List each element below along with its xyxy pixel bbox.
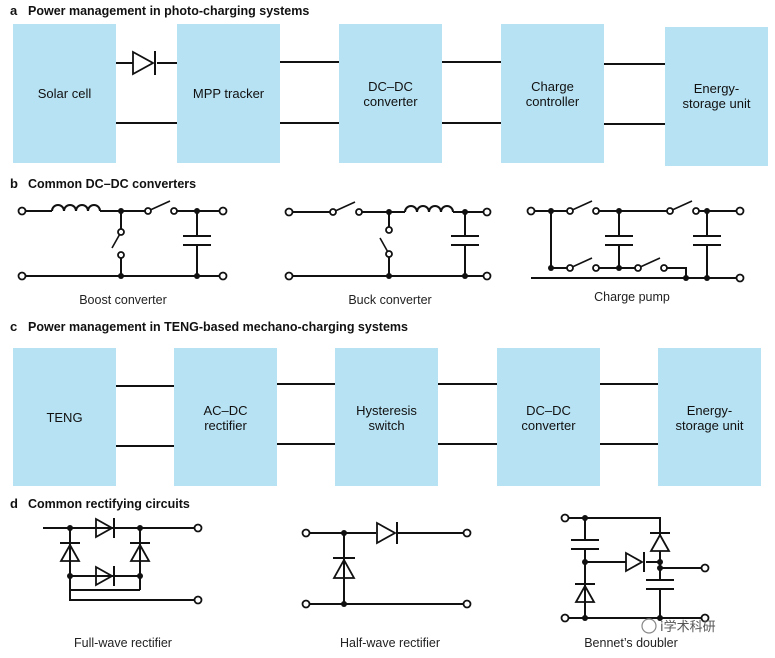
box-label-teng: TENG	[46, 410, 82, 425]
box-label-mpp-tracker: MPP tracker	[193, 86, 265, 101]
charge-pump-circuit: Charge pump	[526, 200, 745, 304]
capacitor-icon	[451, 212, 479, 276]
svg-text:Energy-: Energy-	[687, 403, 733, 418]
svg-text:Charge: Charge	[531, 79, 574, 94]
section-c-letter: c	[10, 319, 17, 334]
section-a-chain: Solar cell MPP tracker DC–DC converter C…	[13, 24, 768, 166]
section-d-letter: d	[10, 496, 18, 511]
wire-a4	[604, 63, 665, 125]
box-ac-dc-rectifier	[174, 348, 277, 486]
svg-text:Energy-: Energy-	[694, 81, 740, 96]
section-a-title: Power management in photo-charging syste…	[28, 4, 309, 18]
box-label-ac-dc-rectifier: AC–DC rectifier	[203, 403, 247, 433]
svg-text:MPP tracker: MPP tracker	[193, 86, 265, 101]
box-label-dc-dc-converter-c: DC–DC converter	[521, 403, 576, 433]
wire-c3	[438, 383, 497, 445]
box-dc-dc-converter-a	[339, 24, 442, 163]
inductor-icon	[51, 204, 101, 212]
svg-text:Solar cell: Solar cell	[38, 86, 92, 101]
svg-text:AC–DC: AC–DC	[203, 403, 247, 418]
caption-full-wave-rectifier: Full-wave rectifier	[74, 636, 172, 650]
box-energy-storage-a	[665, 27, 768, 166]
svg-text:TENG: TENG	[46, 410, 82, 425]
diode-icon	[132, 50, 156, 76]
section-b-letter: b	[10, 176, 18, 191]
capacitor-icon	[571, 539, 599, 550]
svg-text:controller: controller	[526, 94, 580, 109]
svg-text:Hysteresis: Hysteresis	[356, 403, 417, 418]
buck-converter-circuit: Buck converter	[284, 201, 492, 307]
full-wave-rectifier-circuit: Full-wave rectifier	[43, 517, 203, 650]
box-label-solar-cell: Solar cell	[38, 86, 92, 101]
wechat-icon	[641, 618, 657, 634]
svg-text:storage unit: storage unit	[683, 96, 751, 111]
boost-converter-circuit: Boost converter	[17, 200, 228, 307]
svg-text:storage unit: storage unit	[676, 418, 744, 433]
section-b-title: Common DC–DC converters	[28, 177, 196, 191]
wire-a3	[442, 61, 501, 124]
box-dc-dc-converter-c	[497, 348, 600, 486]
box-label-charge-controller: Charge controller	[526, 79, 580, 109]
capacitor-icon	[646, 579, 674, 590]
section-a-letter: a	[10, 3, 18, 18]
diode-icon	[95, 517, 115, 539]
diode-icon	[376, 521, 398, 545]
caption-charge-pump: Charge pump	[594, 290, 670, 304]
box-mpp-tracker	[177, 24, 280, 163]
bennets-doubler-circuit: Bennet’s doubler	[560, 513, 710, 650]
capacitor-icon	[693, 211, 721, 278]
box-hysteresis-switch	[335, 348, 438, 486]
svg-text:DC–DC: DC–DC	[368, 79, 413, 94]
watermark-text: i学术科研	[660, 619, 716, 635]
diode-icon	[129, 542, 151, 562]
capacitor-icon	[605, 211, 633, 268]
svg-text:switch: switch	[368, 418, 404, 433]
diode-icon	[625, 551, 645, 573]
half-wave-rectifier-circuit: Half-wave rectifier	[301, 521, 472, 650]
wire-c1	[116, 385, 174, 447]
svg-text:DC–DC: DC–DC	[526, 403, 571, 418]
caption-half-wave-rectifier: Half-wave rectifier	[340, 636, 440, 650]
svg-text:converter: converter	[363, 94, 418, 109]
box-energy-storage-c	[658, 348, 761, 486]
caption-boost-converter: Boost converter	[79, 293, 167, 307]
box-teng	[13, 348, 116, 486]
section-c-chain: TENG AC–DC rectifier Hysteresis switch D…	[13, 348, 761, 486]
diode-icon	[332, 557, 356, 579]
caption-bennets-doubler: Bennet’s doubler	[584, 636, 678, 650]
inductor-icon	[404, 205, 454, 213]
box-label-hysteresis-switch: Hysteresis switch	[356, 403, 417, 433]
box-label-energy-storage-a: Energy- storage unit	[683, 81, 751, 111]
wire-c4	[600, 383, 658, 445]
wire-c2	[277, 383, 335, 445]
watermark: i学术科研	[641, 618, 716, 635]
diode-icon	[649, 532, 671, 552]
wire-a2	[280, 61, 339, 124]
box-solar-cell	[13, 24, 116, 163]
capacitor-icon	[183, 211, 211, 276]
box-charge-controller	[501, 24, 604, 163]
caption-buck-converter: Buck converter	[348, 293, 431, 307]
box-label-energy-storage-c: Energy- storage unit	[676, 403, 744, 433]
box-label-dc-dc-converter-a: DC–DC converter	[363, 79, 418, 109]
section-d-title: Common rectifying circuits	[28, 497, 190, 511]
svg-text:converter: converter	[521, 418, 576, 433]
diode-icon	[59, 542, 81, 562]
svg-text:rectifier: rectifier	[204, 418, 247, 433]
diode-icon	[574, 583, 596, 603]
section-c-title: Power management in TENG-based mechano-c…	[28, 320, 408, 334]
